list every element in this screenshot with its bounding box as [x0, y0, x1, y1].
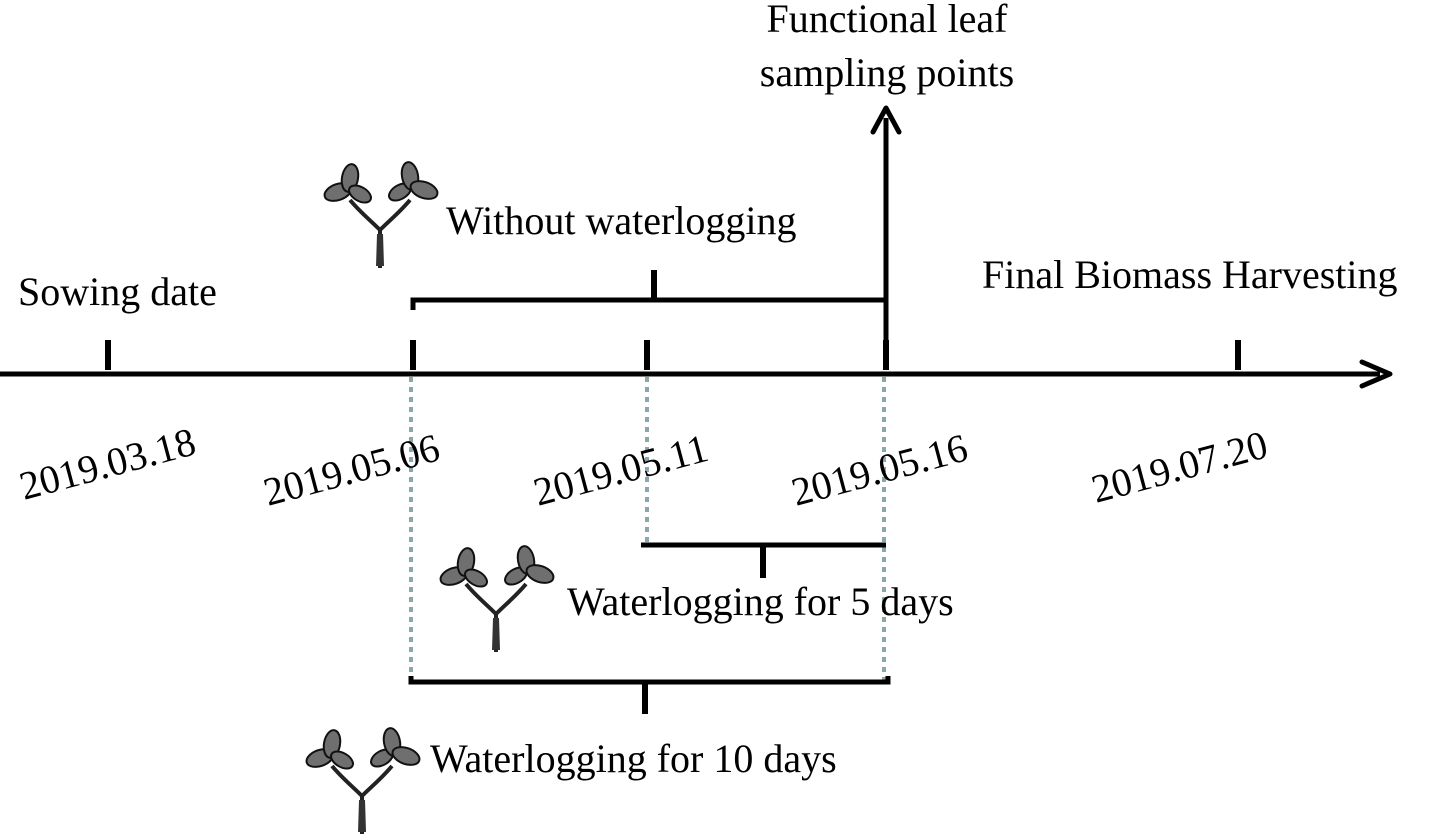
- wl10-bracket: [408, 676, 891, 685]
- date-label: 2019.07.20: [1087, 422, 1273, 512]
- date-label: 2019.05.16: [787, 425, 973, 515]
- plant-seedling-icon: [302, 724, 424, 836]
- sampling-label-line2: sampling points: [760, 50, 1014, 95]
- wl5-label: Waterlogging for 5 days: [567, 579, 954, 624]
- plant-seedling-icon: [436, 542, 558, 654]
- sampling-label-line1: Functional leaf: [766, 0, 1008, 41]
- axis-arrow-icon: [1359, 359, 1393, 389]
- control-label: Without waterlogging: [446, 198, 797, 243]
- harvest-label: Final Biomass Harvesting: [982, 252, 1398, 297]
- date-label: 2019.05.06: [259, 425, 445, 515]
- sowing-label: Sowing date: [18, 269, 217, 314]
- date-label: 2019.05.11: [529, 425, 713, 515]
- wl10-label: Waterlogging for 10 days: [430, 736, 837, 781]
- date-label: 2019.03.18: [15, 419, 201, 509]
- control-bracket: [410, 297, 889, 310]
- plant-seedling-icon: [320, 158, 442, 270]
- sampling-arrow-icon: [870, 105, 902, 135]
